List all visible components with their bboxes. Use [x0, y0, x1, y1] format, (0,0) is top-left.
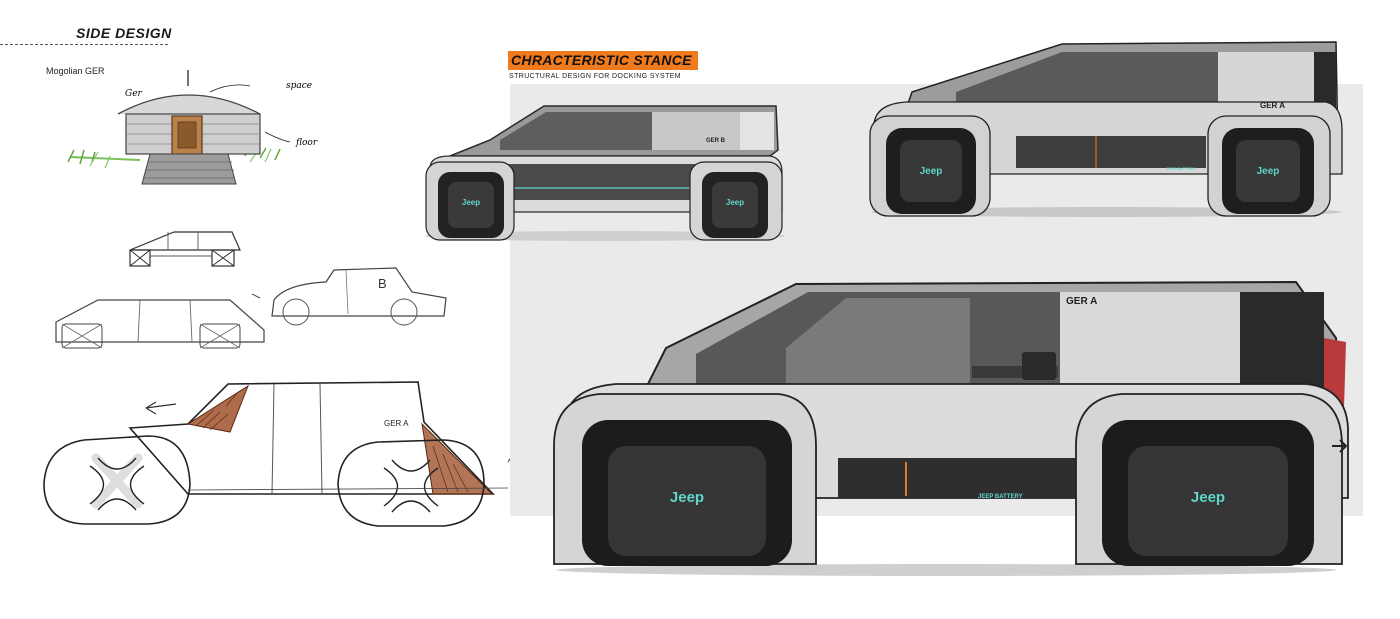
sketch-note-space: space	[286, 81, 312, 91]
section-divider	[0, 44, 168, 45]
sketch-label-b: B	[378, 276, 387, 291]
badge-ger-b: GER B	[706, 138, 726, 144]
badge-ger-a-small: GER A	[1260, 101, 1285, 110]
ger-a-vehicle-sketch: GER A	[43, 381, 517, 527]
render-ger-a-large-vehicle: JEEP BATTERY Jeep Jeep GER A	[553, 280, 1349, 576]
stance-subtitle: STRUCTURAL DESIGN FOR DOCKING SYSTEM	[509, 73, 682, 80]
wheel-logo-ger-a-large-rear: Jeep	[1191, 489, 1225, 506]
stance-title-badge: CHRACTERISTIC STANCE	[508, 51, 698, 70]
render-ger-b-vehicle: Jeep Jeep GER B	[425, 105, 785, 241]
section-title: SIDE DESIGN	[76, 25, 172, 41]
ger-reference-label: Mogolian GER	[46, 66, 105, 76]
wheel-logo-ger-b-front: Jeep	[462, 198, 480, 207]
wheel-logo-ger-a-large-front: Jeep	[670, 489, 704, 506]
sketch-note-ger: Ger	[125, 89, 143, 99]
coupe-sketch: B	[251, 267, 447, 326]
side-text-ger-a-small: JEEP BATTERY	[1166, 166, 1196, 171]
wheel-logo-ger-a-small-front: Jeep	[920, 166, 943, 177]
structure-diagram-sketch	[129, 231, 241, 267]
box-vehicle-sketch	[55, 299, 265, 349]
ger-sketch: Ger space floor	[67, 70, 318, 185]
wheel-logo-ger-b-rear: Jeep	[726, 198, 744, 207]
sketch-note-floor: floor	[295, 138, 318, 148]
sketch-label-ger-a: GER A	[384, 419, 409, 428]
badge-ger-a-large: GER A	[1066, 296, 1097, 307]
side-text-ger-a-large: JEEP BATTERY	[978, 494, 1023, 500]
wheel-logo-ger-a-small-rear: Jeep	[1257, 166, 1280, 177]
render-ger-a-small-vehicle: JEEP BATTERY Jeep Jeep GER A	[869, 41, 1343, 217]
